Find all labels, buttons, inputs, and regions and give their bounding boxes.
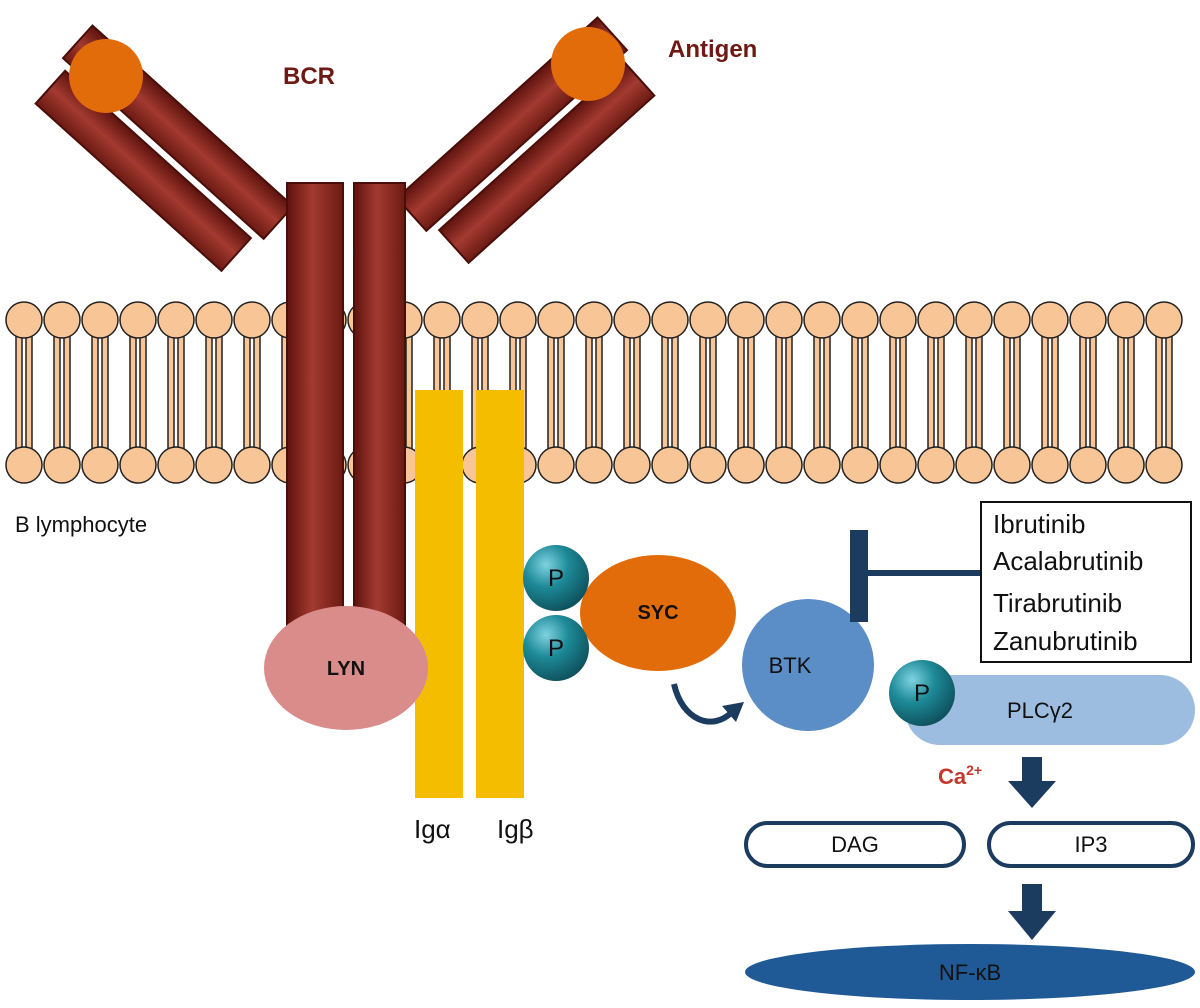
- lipid-molecule: [1031, 301, 1069, 484]
- phospho-group: [523, 545, 589, 611]
- btk-label: BTK: [769, 653, 812, 678]
- lipid-molecule: [1107, 301, 1145, 484]
- bcr-label: BCR: [283, 63, 335, 90]
- syc-kinase: [580, 555, 736, 671]
- plc-gamma2: [905, 675, 1195, 745]
- antigen-right: [551, 27, 625, 101]
- ip3-node: [987, 821, 1195, 868]
- lipid-molecule: [955, 301, 993, 484]
- inhibitor-box: [980, 501, 1192, 663]
- lipid-molecule: [233, 301, 271, 484]
- lipid-molecule: [1069, 301, 1107, 484]
- lipid-molecule: [917, 301, 955, 484]
- phospho-label: P: [548, 635, 564, 662]
- phospho-label: P: [914, 680, 930, 707]
- ig-alpha-chain: [415, 390, 463, 798]
- inhibitor-item: Zanubrutinib: [993, 626, 1138, 656]
- inhibitor-item: Ibrutinib: [993, 509, 1086, 539]
- lipid-molecule: [727, 301, 765, 484]
- lipid-molecule: [613, 301, 651, 484]
- antigen-label: Antigen: [668, 36, 757, 63]
- ig-beta-chain: [476, 390, 524, 798]
- lipid-molecule: [575, 301, 613, 484]
- lipid-molecule: [195, 301, 233, 484]
- arrow-down-icon: [1008, 757, 1056, 808]
- antigen-left: [69, 39, 143, 113]
- bcr-receptor: [34, 16, 656, 627]
- lipid-molecule: [537, 301, 575, 484]
- phospho-label: P: [548, 565, 564, 592]
- inhibition-bar: [850, 530, 868, 622]
- lipid-molecule: [43, 301, 81, 484]
- lipid-molecule: [157, 301, 195, 484]
- dag-node: [744, 821, 966, 868]
- lipid-molecule: [841, 301, 879, 484]
- lipid-molecule: [689, 301, 727, 484]
- arrowhead-icon: [722, 702, 744, 722]
- cell-label: B lymphocyte: [15, 512, 147, 537]
- curved-arrow-icon: [671, 683, 735, 725]
- lyn-label: LYN: [327, 658, 365, 680]
- syc-label: SYC: [637, 602, 678, 624]
- inhibitor-item: Tirabrutinib: [993, 588, 1122, 618]
- lipid-molecule: [651, 301, 689, 484]
- plc-label: PLCγ2: [1007, 698, 1073, 723]
- cell-membrane: [5, 301, 1183, 484]
- ip3-label: IP3: [1074, 832, 1107, 857]
- inhibition-line: [868, 570, 981, 576]
- lipid-molecule: [81, 301, 119, 484]
- lyn-kinase: [264, 606, 428, 730]
- ig-alpha-label: Igα: [414, 814, 451, 844]
- lipid-molecule: [1145, 301, 1183, 484]
- lipid-molecule: [803, 301, 841, 484]
- phospho-group: [889, 660, 955, 726]
- lipid-molecule: [765, 301, 803, 484]
- arrow-down-icon: [1008, 884, 1056, 940]
- phospho-group: [523, 615, 589, 681]
- lipid-molecule: [879, 301, 917, 484]
- inhibitor-item: Acalabrutinib: [993, 546, 1143, 576]
- lipid-molecule: [119, 301, 157, 484]
- nfkb-node: [745, 944, 1195, 1000]
- lipid-molecule: [993, 301, 1031, 484]
- calcium-label: Ca2+: [938, 762, 982, 789]
- lipid-molecule: [5, 301, 43, 484]
- btk-kinase: [742, 599, 874, 731]
- ig-beta-label: Igβ: [497, 814, 534, 844]
- nfkb-label: NF-κB: [939, 960, 1001, 985]
- dag-label: DAG: [831, 832, 879, 857]
